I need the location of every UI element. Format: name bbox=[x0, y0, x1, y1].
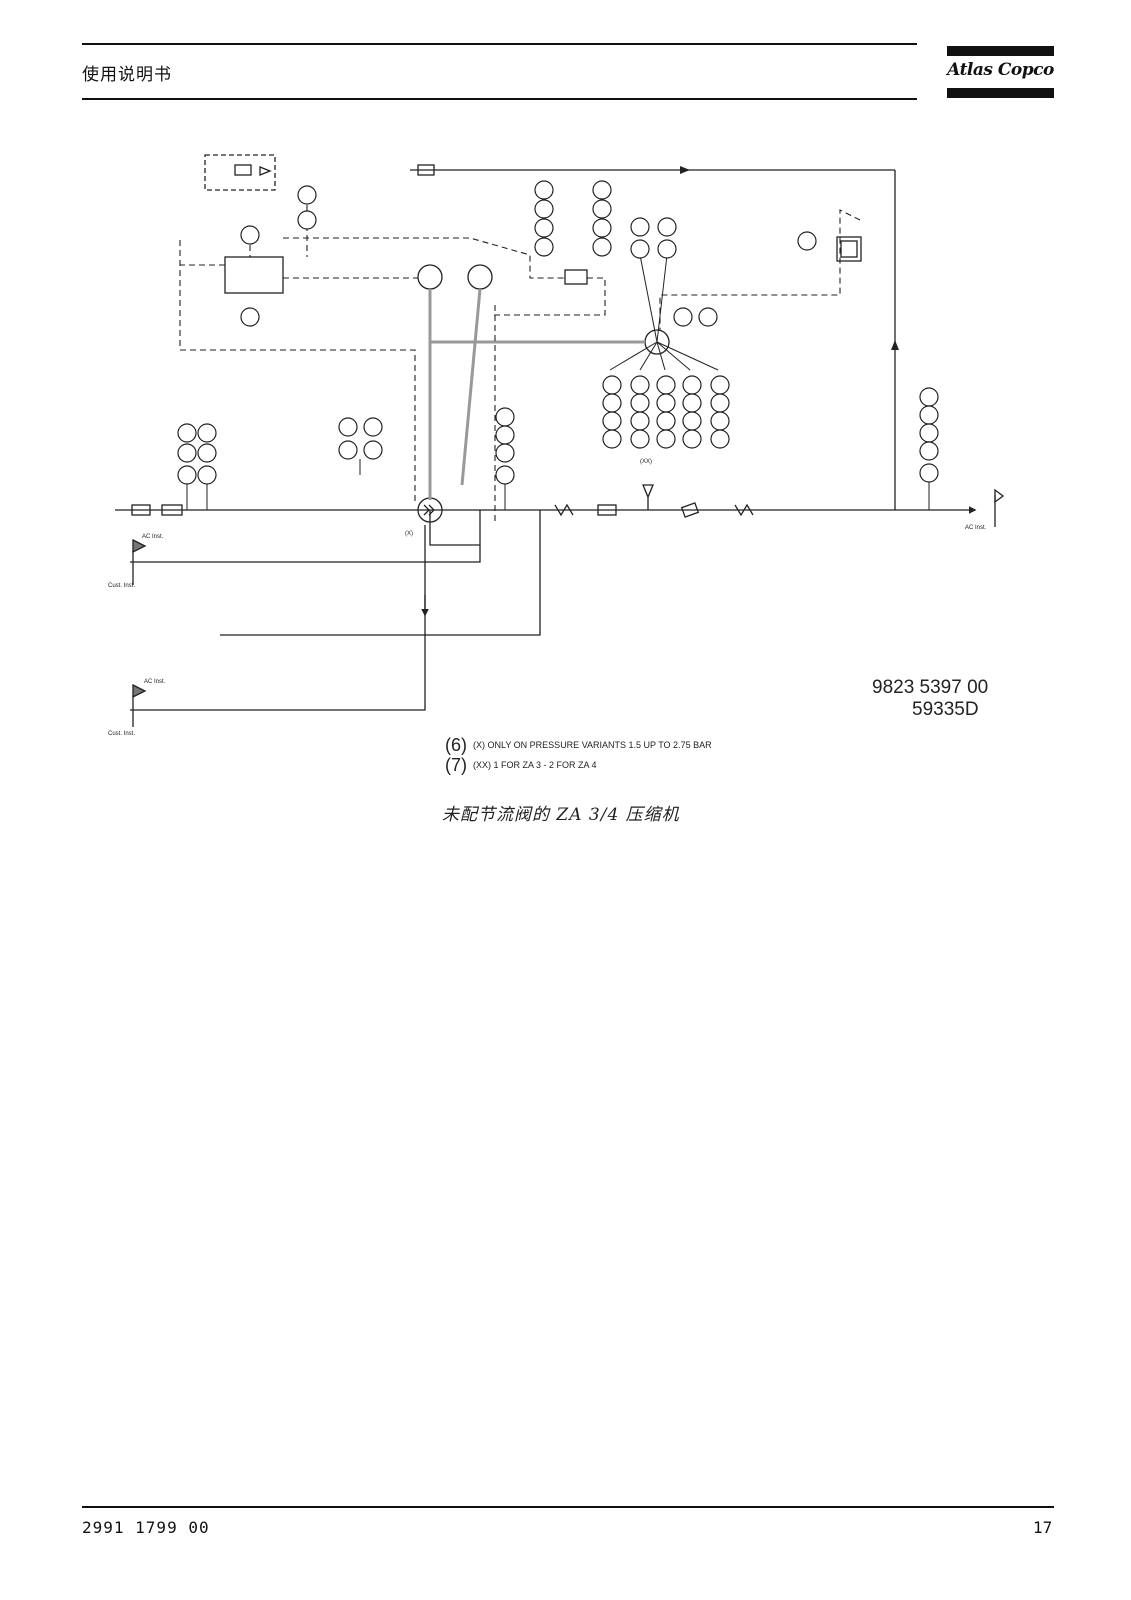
logo-wordmark: Atlas Copco bbox=[947, 60, 1054, 80]
footer-rule bbox=[82, 1506, 1054, 1508]
drawing-number: 9823 5397 00 bbox=[872, 677, 989, 698]
drawing-number-block: 9823 5397 00 59335D bbox=[872, 677, 988, 721]
x-marker-label: (X) bbox=[405, 531, 413, 537]
header-top-rule bbox=[82, 43, 917, 45]
ac-inst-label-3: AC Inst. bbox=[965, 525, 987, 531]
page-number: 17 bbox=[1033, 1518, 1053, 1537]
ac-inst-label-1: AC Inst. bbox=[142, 534, 164, 540]
cust-inst-label-1: Cust. Inst. bbox=[108, 583, 135, 589]
cust-inst-label-2: Cust. Inst. bbox=[108, 731, 135, 737]
diagram-note-7: (7) (XX) 1 FOR ZA 3 - 2 FOR ZA 4 bbox=[445, 755, 597, 776]
note-number: (6) bbox=[445, 735, 467, 755]
drawing-ref: 59335D bbox=[912, 699, 979, 720]
diagram-note-6: (6) (X) ONLY ON PRESSURE VARIANTS 1.5 UP … bbox=[445, 735, 712, 756]
xx-marker-label: (XX) bbox=[640, 459, 652, 465]
document-number: 2991 1799 00 bbox=[82, 1518, 210, 1537]
note-number: (7) bbox=[445, 755, 467, 775]
atlas-copco-logo: Atlas Copco bbox=[947, 46, 1054, 100]
note-text: (X) ONLY ON PRESSURE VARIANTS 1.5 UP TO … bbox=[473, 739, 712, 750]
piping-instrumentation-diagram: AC Inst. Cust. Inst. AC Inst. Cust. Inst… bbox=[108, 154, 1005, 737]
figure-caption: 未配节流阀的 ZA 3/4 压缩机 bbox=[442, 805, 680, 825]
note-text: (XX) 1 FOR ZA 3 - 2 FOR ZA 4 bbox=[473, 759, 597, 770]
manual-title: 使用说明书 bbox=[82, 65, 172, 85]
header-bottom-rule bbox=[82, 98, 917, 100]
ac-inst-label-2: AC Inst. bbox=[144, 679, 166, 685]
